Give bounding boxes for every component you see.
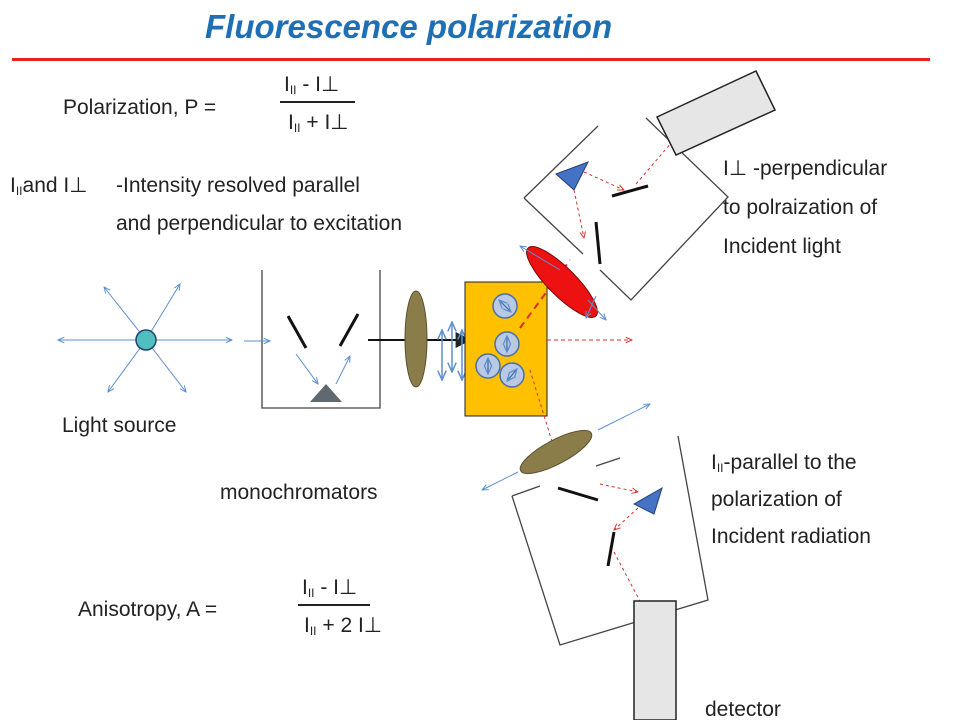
intensity-definition-line2: and perpendicular to excitation [116, 212, 403, 235]
prism-icon [555, 161, 590, 191]
monochromators-label: monochromators [220, 481, 378, 504]
intensity-definition-line1: -Intensity resolved parallel [116, 174, 360, 197]
prism-icon [632, 486, 663, 515]
anisotropy-label: Anisotropy, A = [78, 598, 218, 621]
polarization-arrows [442, 322, 462, 380]
light-source-label: Light source [62, 414, 177, 437]
light-source-lamp [135, 329, 157, 351]
title-underline [12, 58, 930, 61]
perpendicular-note-line2: to polraization of [723, 196, 878, 219]
prism-icon [310, 384, 342, 402]
light-source [58, 284, 232, 392]
parallel-note-line1: III-parallel to the [711, 451, 857, 475]
detector-parallel [633, 600, 677, 720]
parallel-note-line3: Incident radiation [711, 525, 871, 548]
perpendicular-note-line3: Incident light [723, 235, 841, 258]
detector-perpendicular [655, 70, 777, 156]
polarization-numerator: III - I⊥ [284, 73, 340, 97]
anisotropy-fraction-bar [298, 604, 370, 606]
light-ray-arrow [104, 287, 147, 341]
light-ray-arrow [145, 339, 186, 392]
excitation-monochromator [244, 270, 381, 409]
parallel-note-line2: polarization of [711, 488, 842, 511]
perpendicular-note-line1: I⊥ -perpendicular [723, 157, 888, 180]
emission-polarizer-red [526, 246, 598, 318]
emission-beam-upper [519, 259, 571, 329]
polarization-label: Polarization, P = [63, 96, 217, 119]
emission-polarizer-olive [519, 429, 593, 475]
slide-title: Fluorescence polarization [205, 8, 613, 45]
emission-beam-lower [529, 369, 554, 448]
polarization-denominator: III + I⊥ [288, 111, 349, 135]
light-ray-arrow [145, 284, 180, 341]
intensity-symbols: IIIand I⊥ [10, 174, 88, 198]
anisotropy-numerator: III - I⊥ [302, 576, 358, 600]
detector-label: detector [705, 698, 781, 721]
excitation-polarizer [404, 290, 428, 388]
polarization-fraction-bar [280, 101, 355, 103]
anisotropy-denominator: III + 2 I⊥ [304, 614, 383, 638]
